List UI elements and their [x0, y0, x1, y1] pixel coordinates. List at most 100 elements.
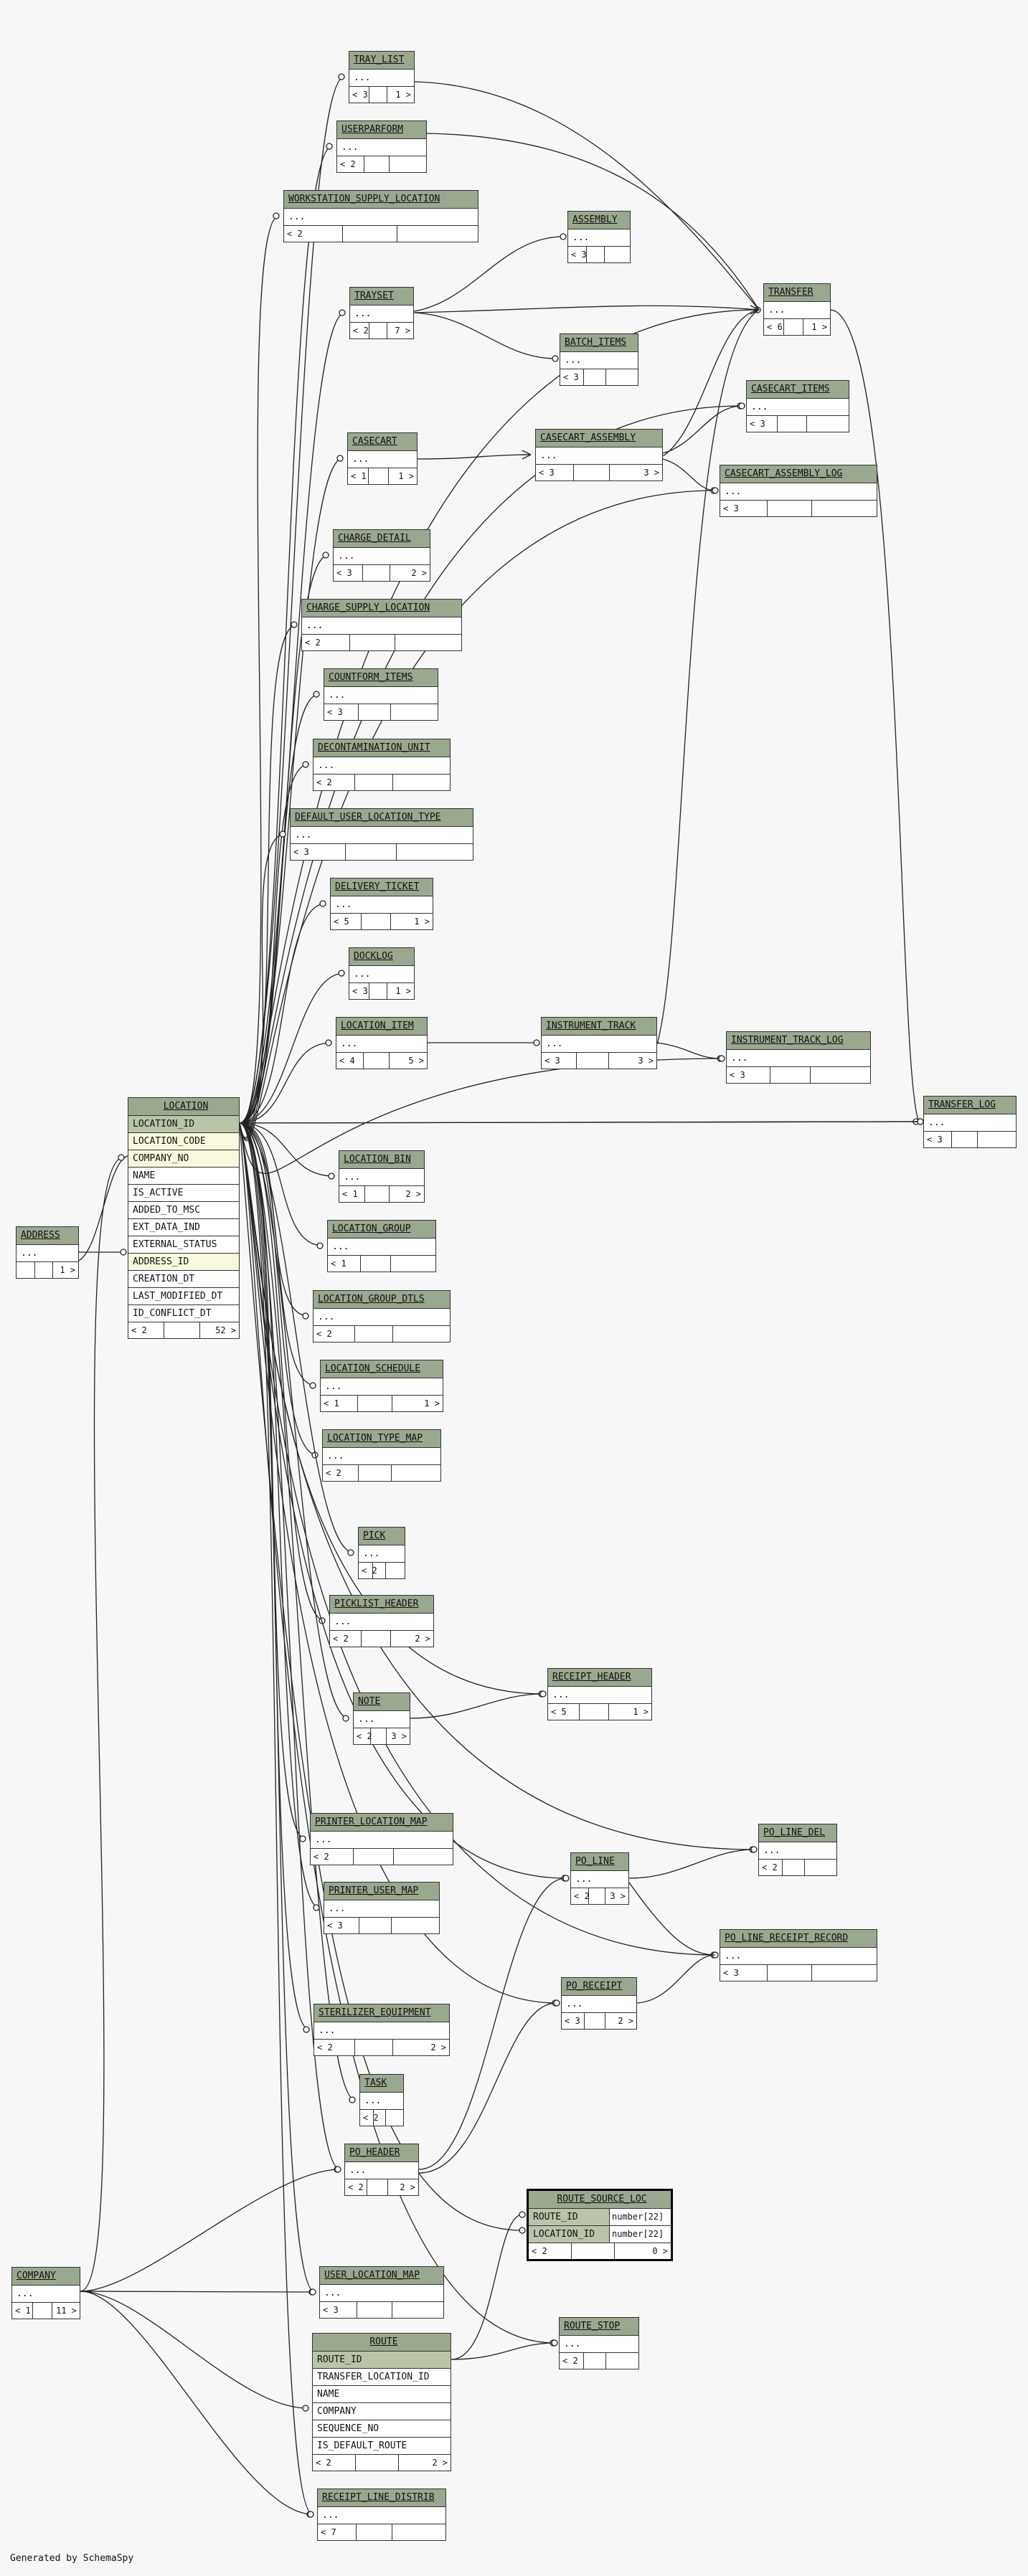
table-name[interactable]: PO_LINE — [571, 1853, 628, 1871]
children-count[interactable]: 0 > — [652, 2246, 668, 2256]
parents-count[interactable]: < 1 — [328, 1256, 361, 1272]
table-userparform[interactable]: USERPARFORM...< 2 — [336, 120, 427, 173]
table-name[interactable]: LOCATION_BIN — [339, 1151, 424, 1169]
table-name[interactable]: PO_HEADER — [345, 2144, 418, 2162]
table-name[interactable]: RECEIPT_HEADER — [548, 1669, 651, 1687]
table-address[interactable]: ADDRESS...1 > — [16, 1226, 79, 1279]
column-route-id[interactable]: ROUTE_ID — [313, 2352, 451, 2369]
parents-count[interactable]: < 3 — [349, 87, 369, 103]
table-name[interactable]: LOCATION_ITEM — [336, 1018, 427, 1036]
table-user-location-map[interactable]: USER_LOCATION_MAP...< 3 — [319, 2266, 444, 2319]
table-name[interactable]: TASK — [360, 2075, 403, 2093]
children-count[interactable]: 7 > — [395, 326, 410, 336]
table-name[interactable]: CASECART_ASSEMBLY_LOG — [720, 465, 877, 483]
parents-count[interactable]: < 2 — [128, 1322, 164, 1338]
table-transfer-log[interactable]: TRANSFER_LOG...< 3 — [923, 1096, 1017, 1148]
column-name[interactable]: NAME — [128, 1168, 239, 1185]
parents-count[interactable]: < 2 — [323, 1465, 359, 1481]
table-name[interactable]: TRAYSET — [350, 288, 413, 306]
table-name[interactable]: TRANSFER_LOG — [924, 1097, 1016, 1114]
parents-count[interactable]: < 3 — [720, 501, 768, 516]
children-count[interactable] — [811, 1067, 870, 1083]
table-name[interactable]: LOCATION_GROUP_DTLS — [313, 1291, 450, 1309]
table-pick[interactable]: PICK...< 2 — [358, 1527, 405, 1579]
parents-count[interactable]: < 3 — [320, 2302, 358, 2318]
table-name[interactable]: NOTE — [354, 1693, 410, 1711]
children-count[interactable] — [390, 156, 426, 172]
children-count[interactable] — [394, 1849, 453, 1865]
parents-count[interactable]: < 3 — [542, 1053, 577, 1069]
column-is-active[interactable]: IS_ACTIVE — [128, 1185, 239, 1202]
column-location-code[interactable]: LOCATION_CODE — [128, 1133, 239, 1150]
column-added-to-msc[interactable]: ADDED_TO_MSC — [128, 1202, 239, 1219]
table-name[interactable]: LOCATION_GROUP — [328, 1221, 435, 1239]
table-countform-items[interactable]: COUNTFORM_ITEMS...< 3 — [324, 668, 438, 721]
table-name[interactable]: STERILIZER_EQUIPMENT — [314, 2004, 449, 2022]
children-count[interactable] — [812, 501, 877, 516]
children-count[interactable] — [391, 704, 438, 720]
parents-count[interactable]: < 4 — [336, 1053, 364, 1069]
table-instrument-track-log[interactable]: INSTRUMENT_TRACK_LOG...< 3 — [726, 1031, 871, 1084]
column-name[interactable]: NAME — [313, 2386, 451, 2403]
column-address-id[interactable]: ADDRESS_ID — [128, 1254, 239, 1271]
parents-count[interactable]: < 2 — [330, 1631, 362, 1647]
parents-count[interactable]: < 3 — [720, 1965, 768, 1981]
parents-count[interactable]: < 2 — [759, 1860, 783, 1875]
parents-count[interactable]: < 2 — [313, 775, 355, 790]
column-location-id[interactable]: LOCATION_ID — [128, 1116, 239, 1133]
parents-count[interactable]: < 3 — [727, 1067, 770, 1083]
parents-count[interactable]: < 2 — [311, 1849, 354, 1865]
table-casecart-assembly-log[interactable]: CASECART_ASSEMBLY_LOG...< 3 — [720, 465, 877, 517]
parents-count[interactable]: < 3 — [924, 1132, 952, 1147]
children-count[interactable]: 2 > — [405, 1189, 421, 1199]
column-transfer-location-id[interactable]: TRANSFER_LOCATION_ID — [313, 2369, 451, 2386]
table-name[interactable]: PRINTER_USER_MAP — [324, 1883, 439, 1900]
parents-count[interactable]: < 2 — [560, 2353, 584, 2369]
parents-count[interactable]: < 3 — [324, 704, 359, 720]
table-name[interactable]: WORKSTATION_SUPPLY_LOCATION — [284, 191, 478, 209]
table-location-group-dtls[interactable]: LOCATION_GROUP_DTLS...< 2 — [313, 1290, 451, 1343]
table-name[interactable]: ROUTE — [313, 2334, 451, 2352]
parents-count[interactable]: < 7 — [318, 2524, 357, 2540]
children-count[interactable]: 2 > — [430, 2042, 446, 2052]
children-count[interactable] — [386, 1563, 405, 1578]
children-count[interactable] — [807, 416, 849, 432]
children-count[interactable]: 11 > — [56, 2306, 77, 2316]
children-count[interactable]: 1 > — [60, 1265, 75, 1275]
table-name[interactable]: CHARGE_DETAIL — [334, 530, 430, 548]
parents-count[interactable]: < 2 — [314, 2040, 355, 2055]
children-count[interactable] — [606, 2353, 638, 2369]
children-count[interactable] — [812, 1965, 877, 1981]
table-name[interactable]: PICKLIST_HEADER — [330, 1596, 433, 1614]
table-batch-items[interactable]: BATCH_ITEMS...< 3 — [560, 333, 638, 386]
parents-count[interactable]: < 3 — [334, 565, 363, 581]
table-name[interactable]: RECEIPT_LINE_DISTRIB — [318, 2489, 445, 2507]
table-name[interactable]: COMPANY — [12, 2268, 80, 2286]
children-count[interactable]: 1 > — [633, 1707, 649, 1717]
children-count[interactable] — [392, 1918, 439, 1933]
table-casecart-items[interactable]: CASECART_ITEMS...< 3 — [746, 380, 849, 432]
table-task[interactable]: TASK...< 2 — [359, 2074, 404, 2126]
parents-count[interactable]: < 3 — [324, 1918, 359, 1933]
table-name[interactable]: ADDRESS — [16, 1227, 78, 1245]
children-count[interactable]: 1 > — [395, 986, 411, 996]
children-count[interactable]: 3 > — [610, 1891, 626, 1901]
table-name[interactable]: LOCATION_TYPE_MAP — [323, 1430, 440, 1448]
table-printer-location-map[interactable]: PRINTER_LOCATION_MAP...< 2 — [310, 1813, 453, 1865]
parents-count[interactable]: < 3 — [291, 844, 346, 860]
table-name[interactable]: CASECART — [348, 433, 417, 451]
table-name[interactable]: INSTRUMENT_TRACK_LOG — [727, 1032, 870, 1050]
table-name[interactable]: ASSEMBLY — [568, 212, 630, 229]
